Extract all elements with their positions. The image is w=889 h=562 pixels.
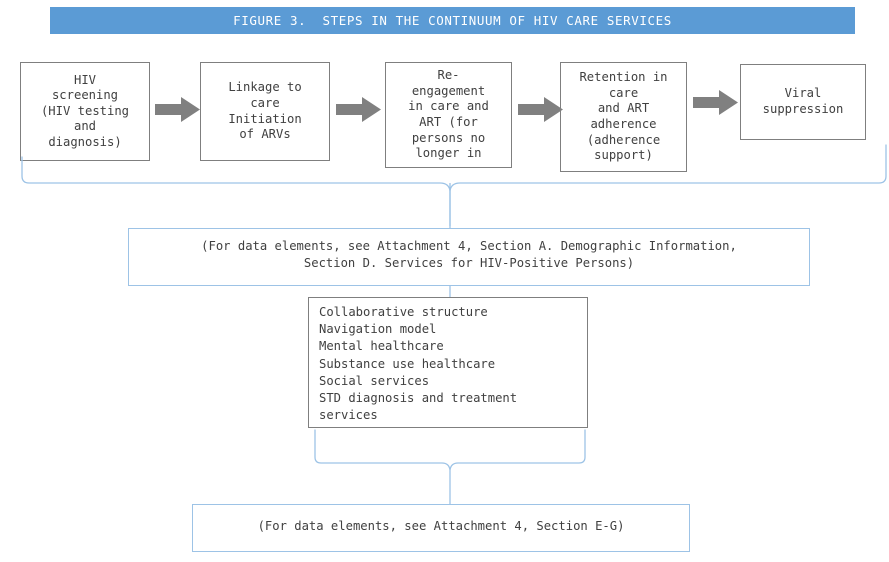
right-arrow-icon: [336, 97, 381, 122]
list-item: Collaborative structure: [319, 305, 488, 319]
list-item: Mental healthcare: [319, 339, 444, 354]
list-item: Social services: [319, 373, 430, 388]
list-item: Navigation model: [319, 322, 437, 337]
right-arrow-icon: [693, 90, 738, 115]
list-item: services: [319, 408, 378, 423]
right-arrow-icon: [155, 97, 200, 122]
step-box-viral-suppression: Viral suppression: [740, 64, 866, 140]
note-box-top: (For data elements, see Attachment 4, Se…: [128, 228, 810, 286]
list-item: Substance use healthcare: [319, 356, 496, 371]
step-box-retention-in-care: Retention in care and ART adherence (adh…: [560, 62, 687, 172]
services-list-box: Collaborative structure Navigation model…: [308, 297, 588, 428]
figure-title-banner: FIGURE 3. STEPS IN THE CONTINUUM OF HIV …: [50, 7, 855, 34]
list-item: STD diagnosis and treatment: [319, 391, 518, 406]
step-box-linkage-to-care: Linkage to care Initiation of ARVs: [200, 62, 330, 161]
right-arrow-icon: [518, 97, 563, 122]
note-box-bottom: (For data elements, see Attachment 4, Se…: [192, 504, 690, 552]
step-box-hiv-screening: HIV screening (HIV testing and diagnosis…: [20, 62, 150, 161]
step-box-re-engagement: Re- engagement in care and ART (for pers…: [385, 62, 512, 168]
